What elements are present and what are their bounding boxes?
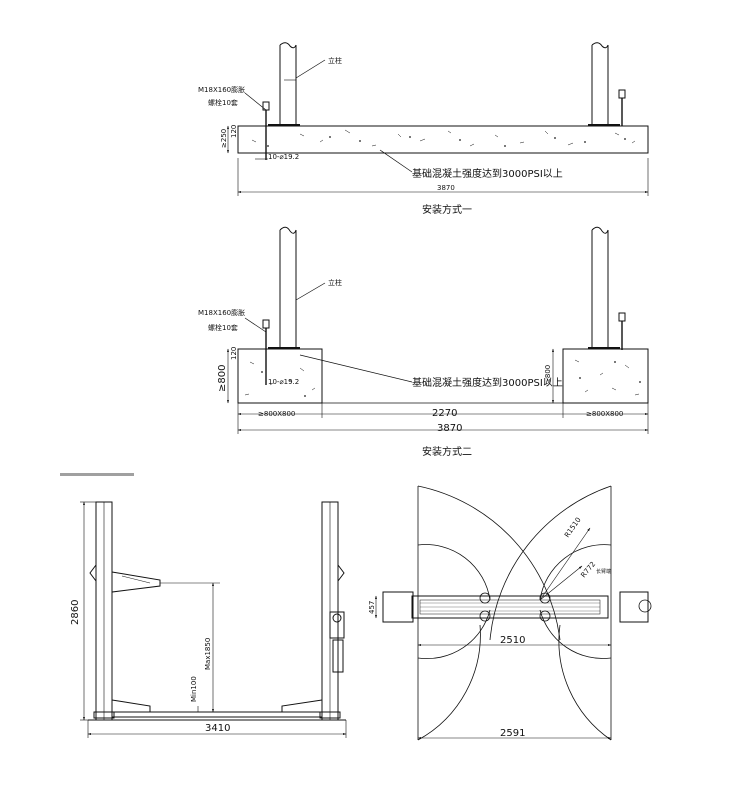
dim-120-1: 120	[230, 125, 238, 138]
bolt-label-2a: M18X160膨胀	[198, 308, 245, 317]
lower-arm-left	[111, 699, 151, 713]
right-column	[591, 42, 609, 125]
swing-arc-large-left	[417, 485, 561, 641]
depth-dim-457: 457	[368, 601, 376, 614]
swing-arc-left-upper	[417, 544, 491, 601]
lower-arm-right	[281, 699, 323, 713]
bolt-label-2b: 螺栓10套	[208, 323, 238, 332]
bolt-label-1a: M18X160膨胀	[198, 85, 245, 94]
section-divider	[60, 473, 134, 476]
dim-250: ≥250	[220, 129, 228, 148]
pad-right-label: ≥800X800	[586, 410, 623, 418]
install-method-one	[226, 42, 649, 196]
install-method-two	[226, 226, 649, 434]
concrete-slab	[237, 125, 649, 154]
caption-1: 安装方式一	[422, 203, 472, 216]
span-dim: 2270	[432, 408, 457, 419]
caption-2: 安装方式二	[422, 445, 472, 458]
hole-label-2: 10-⌀19.2	[268, 378, 299, 386]
right-column-2	[591, 226, 609, 348]
radius-inner: R772	[579, 560, 597, 579]
arm-label: 长臂端	[596, 568, 611, 575]
left-column	[279, 42, 297, 125]
concrete-note-2: 基础混凝土强度达到3000PSI以上	[412, 376, 563, 389]
inner-dim-2510: 2510	[500, 635, 525, 646]
concrete-note-1: 基础混凝土强度达到3000PSI以上	[412, 167, 563, 180]
right-post	[319, 501, 345, 721]
front-view	[80, 501, 347, 738]
concrete-hatch-2	[244, 359, 642, 398]
min-dim: Min100	[190, 676, 198, 702]
radius-outer: R1510	[563, 516, 583, 539]
left-post	[89, 501, 115, 721]
width-dim-1: 3870	[437, 184, 455, 192]
column-label-1: 立柱	[328, 56, 342, 65]
column-label-2: 立柱	[328, 278, 342, 287]
hole-label-1: 10-⌀19.2	[268, 153, 299, 161]
motor-unit	[329, 611, 345, 673]
bolt-right	[618, 89, 626, 126]
bolt-left-2	[262, 319, 270, 385]
depth-right: ≥800	[544, 365, 552, 384]
outer-dim-2591: 2591	[500, 728, 525, 739]
bolt-right-2	[618, 312, 626, 350]
post-base-left	[382, 591, 414, 623]
width-dim-3410: 3410	[205, 723, 230, 734]
height-dim-2860: 2860	[70, 600, 81, 625]
motor-icon	[638, 599, 652, 613]
swing-arc-right-upper	[539, 544, 612, 601]
bolt-label-1b: 螺栓10套	[208, 98, 238, 107]
floor-plate	[111, 711, 323, 718]
max-dim: Max1850	[204, 638, 212, 670]
swing-arc-right-lower	[539, 609, 612, 659]
swing-arc-bottom-left	[417, 624, 481, 741]
concrete-hatch	[251, 129, 636, 148]
bolt-left	[262, 101, 270, 160]
depth-left: ≥800	[217, 365, 228, 392]
swing-arc-bottom-right	[558, 624, 612, 741]
width-dim-2: 3870	[437, 423, 462, 434]
pad-left-label: ≥800X800	[258, 410, 295, 418]
top-view	[374, 485, 652, 741]
dim-120-2: 120	[230, 347, 238, 360]
post-base-right	[619, 591, 649, 623]
left-column-2	[279, 226, 297, 348]
lift-beam	[411, 595, 609, 619]
swing-arc-large-right	[489, 485, 612, 641]
carriage-arm-upper	[111, 571, 161, 593]
